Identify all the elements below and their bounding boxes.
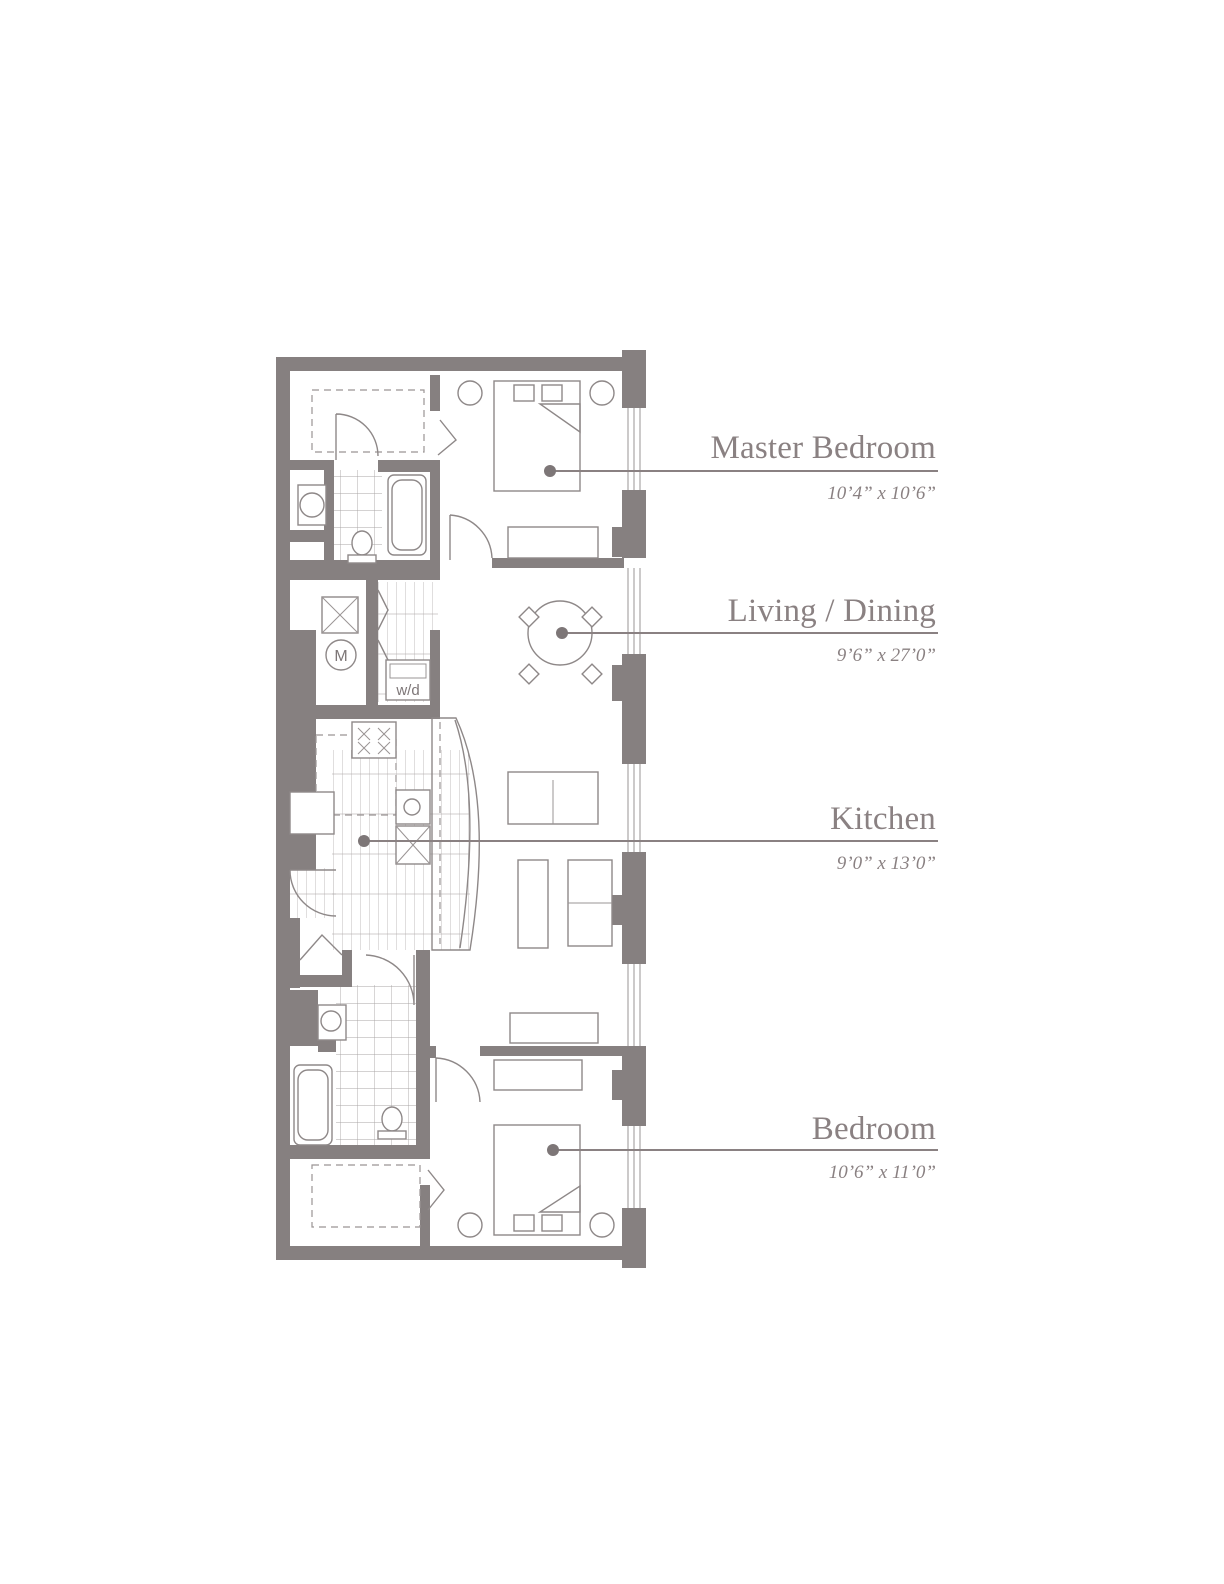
master-bath-fixtures: [297, 474, 427, 564]
mechanical-label: M: [334, 648, 347, 665]
kitchen-label: Kitchen: [830, 801, 936, 837]
living-dining-furniture: [507, 600, 613, 1044]
master-bedroom-dimensions: 10’4” x 10’6”: [827, 483, 936, 504]
kitchen-fixtures: [289, 717, 480, 961]
bedroom-furniture: [311, 1057, 615, 1238]
windows: [627, 408, 641, 1208]
mechanical-unit: [325, 639, 357, 671]
living-dining-label: Living / Dining: [727, 593, 936, 629]
wood-floors: [286, 582, 470, 950]
second-bath-fixtures: [293, 954, 415, 1146]
room-leaders: [358, 465, 938, 1156]
master-bedroom-furniture: [311, 380, 615, 560]
bedroom-label: Bedroom: [811, 1111, 936, 1147]
bedroom-dimensions: 10’6” x 11’0”: [828, 1162, 936, 1183]
living-dining-dimensions: 9’6” x 27’0”: [836, 645, 936, 666]
utility-closet: M w/d: [321, 589, 431, 701]
kitchen-dimensions: 9’0” x 13’0”: [836, 853, 936, 874]
washer-dryer-label: w/d: [395, 682, 419, 699]
walls: [276, 350, 646, 1268]
master-bedroom-label: Master Bedroom: [710, 430, 936, 466]
